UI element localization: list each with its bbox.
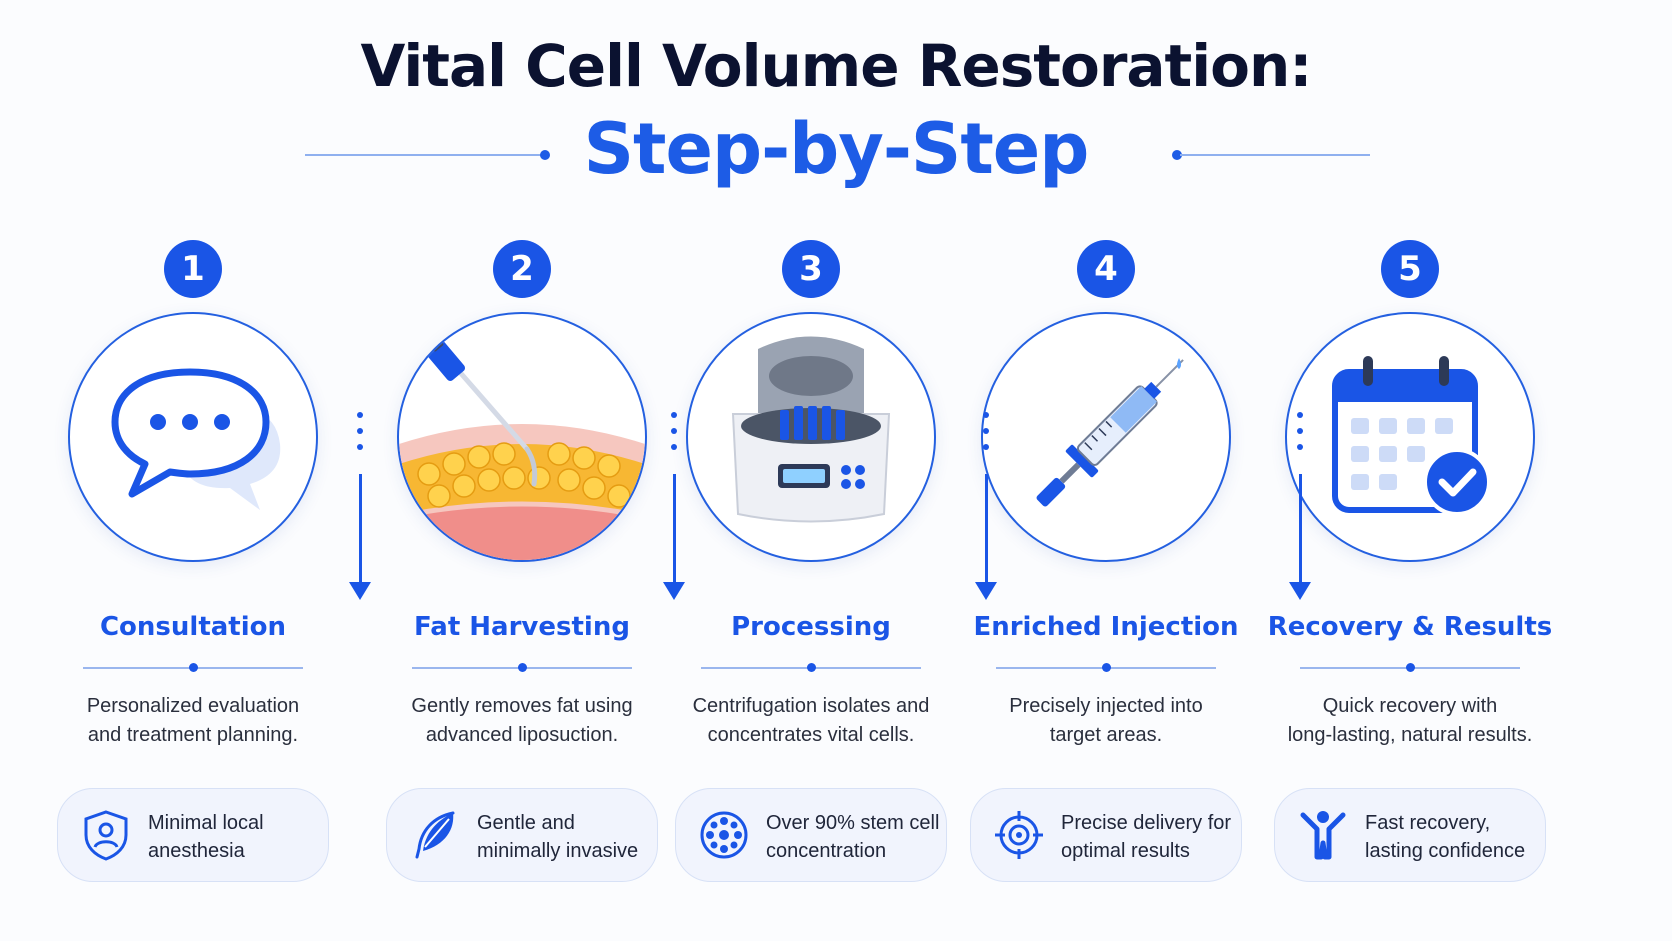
- step-number-badge: 3: [782, 240, 840, 298]
- benefit-text: Gentle and minimally invasive: [477, 812, 639, 862]
- step-title: Processing: [731, 612, 891, 642]
- step-illustration: [981, 312, 1231, 562]
- step-number-badge: 4: [1077, 240, 1135, 298]
- benefit-pill: Precise delivery for optimal results: [970, 788, 1242, 882]
- step-title: Enriched Injection: [973, 612, 1239, 642]
- step-number-badge: 2: [493, 240, 551, 298]
- benefit-text: Fast recovery, lasting confidence: [1365, 812, 1526, 862]
- calendar-check-icon: [1332, 356, 1491, 516]
- step-divider-dot: [807, 663, 816, 672]
- centrifuge-icon: [731, 336, 891, 523]
- shield-user-icon: [84, 810, 128, 861]
- step-divider-dot: [1102, 663, 1111, 672]
- page-title: Vital Cell Volume Restoration:: [360, 32, 1312, 100]
- step-illustration: [397, 312, 647, 562]
- step-4: 4 Enriched Injection: [941, 0, 1271, 941]
- step-title: Consultation: [99, 612, 287, 642]
- step-illustration: [68, 312, 318, 562]
- syringe-icon: [1036, 358, 1184, 507]
- step-title: Fat Harvesting: [414, 612, 630, 642]
- target-icon: [995, 811, 1043, 859]
- step-2: 2 Fat Harvesting: [357, 0, 687, 941]
- benefit-pill: Minimal local anesthesia: [57, 788, 329, 882]
- step-divider-dot: [518, 663, 527, 672]
- step-description: Precisely injected into target areas.: [1009, 695, 1203, 746]
- benefit-text: Minimal local anesthesia: [148, 812, 264, 862]
- chat-bubble-icon: [111, 368, 281, 510]
- step-illustration: [1285, 312, 1535, 562]
- feather-icon: [415, 811, 455, 859]
- benefit-pill: Over 90% stem cell concentration: [675, 788, 947, 882]
- benefit-pill: Fast recovery, lasting confidence: [1274, 788, 1546, 882]
- step-divider-dot: [189, 663, 198, 672]
- step-description: Gently removes fat using advanced liposu…: [411, 695, 633, 746]
- step-divider-dot: [1406, 663, 1415, 672]
- step-illustration: [686, 312, 936, 562]
- benefit-pill: Gentle and minimally invasive: [386, 788, 658, 882]
- step-number-badge: 1: [164, 240, 222, 298]
- title-deco-dot-left: [540, 150, 550, 160]
- step-title: Recovery & Results: [1267, 612, 1553, 642]
- step-number-badge: 5: [1381, 240, 1439, 298]
- cell-cluster-icon: [700, 811, 748, 859]
- page-subtitle: Step-by-Step: [583, 108, 1090, 190]
- title-deco-line-right: [1180, 154, 1370, 156]
- person-joy-icon: [1300, 811, 1346, 860]
- step-description: Personalized evaluation and treatment pl…: [86, 695, 300, 746]
- step-3: 3 Processing Centrifugation: [646, 0, 976, 941]
- step-description: Quick recovery with long-lasting, natura…: [1287, 695, 1533, 746]
- liposuction-cannula-icon: [399, 334, 645, 560]
- benefit-text: Precise delivery for optimal results: [1061, 812, 1232, 862]
- title-deco-dot-right: [1172, 150, 1182, 160]
- benefit-text: Over 90% stem cell concentration: [766, 812, 940, 862]
- step-description: Centrifugation isolates and concentrates…: [692, 695, 930, 746]
- title-deco-line-left: [305, 154, 545, 156]
- step-5: 5 Recovery & Results Qui: [1245, 0, 1575, 941]
- step-1: 1 Consultation Personalized evaluation a…: [28, 0, 358, 941]
